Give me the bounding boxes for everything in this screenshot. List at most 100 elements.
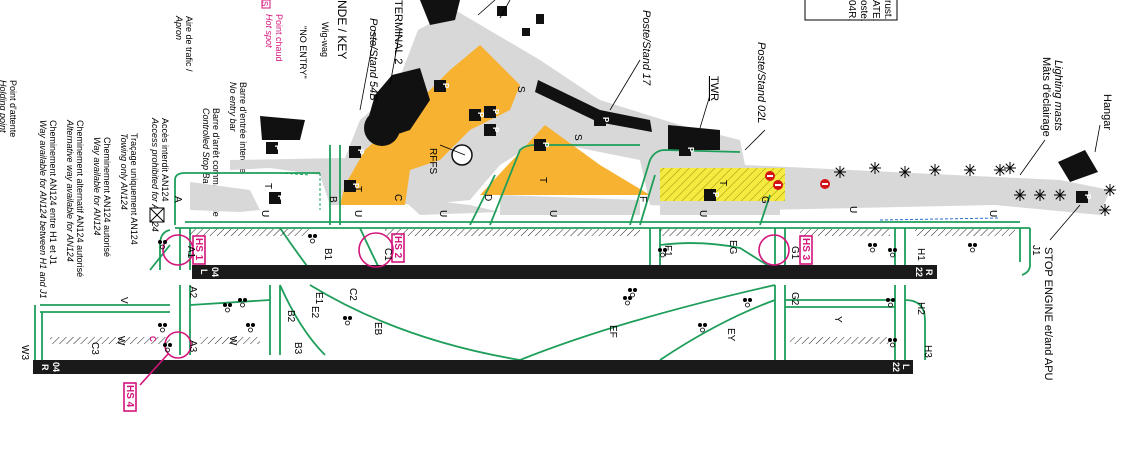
parking-marker: P xyxy=(349,146,365,158)
taxiway-label: V xyxy=(118,297,129,304)
legend-item-en: Access prohibited for AN124 xyxy=(150,117,160,232)
wig-wag-icon xyxy=(886,298,895,308)
lighting-mast-icon xyxy=(1034,189,1046,201)
callout-lines xyxy=(359,0,1101,241)
taxiway-label: E2 xyxy=(309,306,320,319)
top-box-line: ATE. xyxy=(870,0,881,21)
parking-marker: P xyxy=(594,114,610,126)
shoulders xyxy=(50,229,1015,344)
lighting-mast-icon xyxy=(1104,184,1116,196)
taxiway-label: EG xyxy=(727,240,738,255)
parking-label: P xyxy=(1083,194,1092,200)
parking-label: P xyxy=(351,183,360,189)
parking-marker: P xyxy=(266,142,282,154)
legend-item: Cheminement alternatif AN124 autoriséAlt… xyxy=(65,119,85,277)
parking-label: P xyxy=(541,142,550,148)
rffs-building xyxy=(451,144,473,166)
holding-point-label: A3 xyxy=(187,340,198,353)
wig-wag-icon xyxy=(223,303,232,313)
lighting-mast-icon xyxy=(1004,162,1016,174)
place-labels: TERMINAL 2 Poste/Stand 54B Poste/Stand 1… xyxy=(367,0,1113,381)
wig-wag-icon xyxy=(308,234,317,244)
parking-label: P xyxy=(356,149,365,155)
rwy1-left-sub: L xyxy=(199,269,209,275)
top-box-line: 04R. xyxy=(846,0,857,21)
an124-dashed-routes xyxy=(279,172,1001,221)
top-box-line: rust. xyxy=(882,0,893,19)
parking-marker: P xyxy=(484,124,500,136)
rwy2-left-sub: R xyxy=(40,364,50,371)
legend-item-fr: Cheminement alternatif AN124 autorisé xyxy=(75,120,85,277)
legend-item-fr: Barre d'arrêt commandable xyxy=(211,108,221,217)
holding-point-label: A2 xyxy=(187,286,198,299)
hotspots xyxy=(123,232,813,412)
taxiway-label: D xyxy=(482,194,493,201)
legend-item-en: Controlled Stop Bar xyxy=(201,108,211,188)
legend-item-en: Alternative way available for AN124 xyxy=(65,119,75,262)
taxiway-label: F xyxy=(637,196,648,202)
legend-item-en: Way available for AN124 xyxy=(92,137,102,236)
taxiway-label: U xyxy=(847,206,858,213)
hotspot-hs1: HS 1 xyxy=(193,238,204,261)
wig-wag-icon xyxy=(658,248,667,258)
parking-label: P xyxy=(686,147,695,153)
taxiway-label: U xyxy=(259,210,270,217)
legend-item-en: Holding point xyxy=(0,80,8,133)
legend-item-en: Apron xyxy=(174,15,184,40)
lighting-mast-icon xyxy=(869,162,881,174)
hotspot-circle-3 xyxy=(758,234,790,266)
apron-orange xyxy=(340,45,650,205)
hangar-label: Hangar xyxy=(1101,94,1113,130)
legend-item-en: Way available for AN124 between H1 and J… xyxy=(38,120,48,299)
holding-point-label: A1 xyxy=(185,246,196,259)
wig-wag-icon xyxy=(888,338,897,348)
taxiway-label: U xyxy=(547,210,558,217)
wig-wag-icon xyxy=(343,316,352,326)
parking-label: P xyxy=(441,83,450,89)
holding-point-label: G1 xyxy=(789,246,800,260)
buildings xyxy=(260,0,1098,182)
holding-point-label: H3 xyxy=(922,345,933,358)
legend-title: NDE / KEY xyxy=(335,0,349,59)
parking-label: P xyxy=(491,127,500,133)
masts-label-en: Lighting masts xyxy=(1052,60,1064,131)
holding-point-symbols xyxy=(158,234,977,353)
lighting-mast-icon xyxy=(964,164,976,176)
rwy1-right-num: 22 xyxy=(914,267,924,277)
taxiway-label: EF xyxy=(607,325,618,338)
wig-wag-icon xyxy=(238,298,247,308)
runways: 04 L 22 R 04 R 22 L xyxy=(33,265,937,374)
marker-box xyxy=(149,207,165,223)
holding-point-label: B3 xyxy=(292,342,303,355)
holding-point-label: G2 xyxy=(789,292,800,306)
taxiway-label: G xyxy=(759,196,770,204)
holding-point-label: J1 xyxy=(1030,245,1041,256)
lighting-mast-icon xyxy=(994,164,1006,176)
stand17-label: Poste/Stand 17 xyxy=(640,10,652,86)
rwy2-right-sub: L xyxy=(901,364,911,370)
taxiway-label: S xyxy=(572,134,583,141)
taxiway-label: C2 xyxy=(347,288,358,301)
parking-marker: P xyxy=(484,106,500,118)
lighting-mast-icon xyxy=(1099,204,1111,216)
holding-point-label: B2 xyxy=(285,310,296,323)
taxiway-label: EB xyxy=(372,322,383,336)
legend-item-fr: "NO ENTRY" xyxy=(298,26,308,79)
wig-wag-icon xyxy=(698,323,707,333)
no-entry-signs xyxy=(765,171,830,190)
holding-point-label: H2 xyxy=(915,302,926,315)
taxiway-label: U xyxy=(437,210,448,217)
wig-wag-icon xyxy=(158,240,167,250)
apron-orange-west xyxy=(340,45,520,205)
taxiway-label: EY xyxy=(725,328,736,342)
lighting-mast-icon xyxy=(899,166,911,178)
hotspot-code-box xyxy=(261,0,271,9)
terminal-label: TERMINAL 2 xyxy=(392,0,404,64)
holding-point-label: H1 xyxy=(915,248,926,261)
parking-marker: P xyxy=(269,192,285,204)
